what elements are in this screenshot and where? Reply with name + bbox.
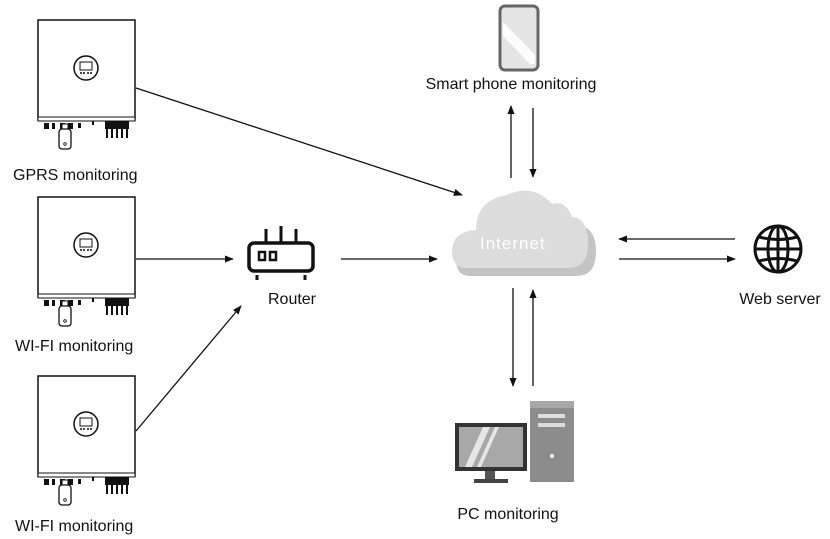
pc-label: PC monitoring: [457, 506, 559, 523]
arrow-gprs-to-internet: [135, 87, 463, 196]
gprs-label: GPRS monitoring: [13, 167, 138, 184]
inverter-wifi-2: [37, 375, 136, 506]
wifi-label-2: WI-FI monitoring: [15, 518, 134, 535]
internet-cloud: [452, 190, 596, 276]
globe-icon: [753, 224, 803, 274]
smartphone-label: Smart phone monitoring: [425, 76, 597, 93]
router-icon: [247, 226, 315, 280]
inverter-wifi-1: [37, 196, 136, 327]
smartphone-icon: [498, 4, 540, 72]
pc-icon: [455, 401, 574, 483]
router-label: Router: [267, 291, 317, 308]
inverter-gprs: [37, 19, 136, 150]
wifi-label-1: WI-FI monitoring: [15, 338, 134, 355]
web-server-label: Web server: [739, 291, 821, 308]
internet-label: Internet: [480, 234, 546, 253]
arrow-wifi2-to-router: [135, 305, 242, 432]
